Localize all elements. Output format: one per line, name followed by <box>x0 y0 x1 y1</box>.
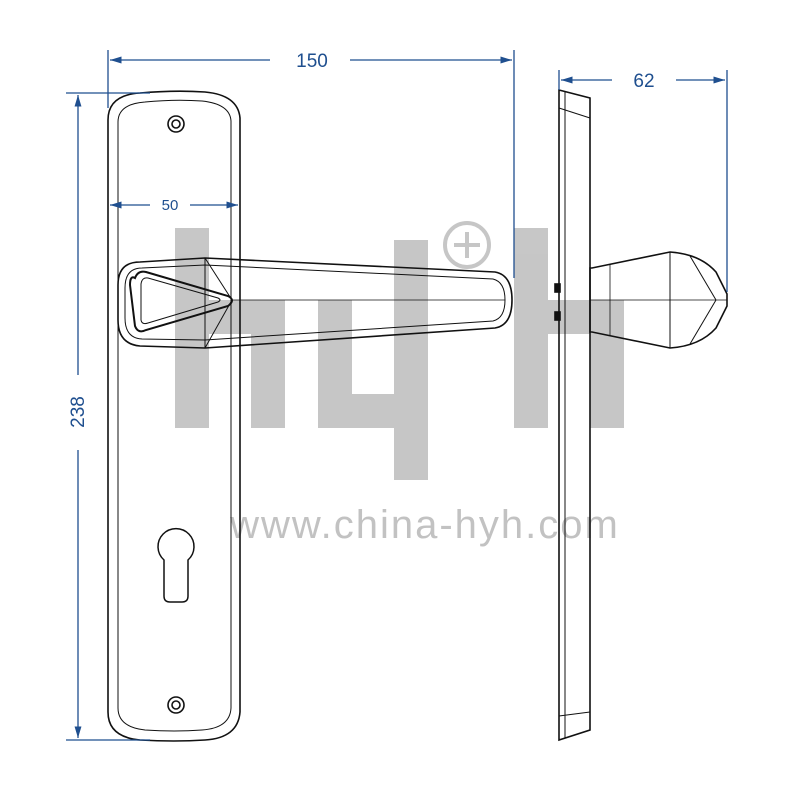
watermark-logo <box>175 221 624 480</box>
dimension-lever-reach: 50 <box>162 197 179 214</box>
back-plate <box>107 90 241 742</box>
dimension-lines <box>66 50 728 741</box>
side-view <box>554 88 728 742</box>
lever-handle <box>117 257 513 349</box>
dimension-projection: 62 <box>633 71 654 92</box>
dimension-height: 238 <box>68 396 89 428</box>
top-screw-hole <box>167 115 185 133</box>
cylinder-keyhole <box>157 527 195 603</box>
bottom-screw-hole <box>167 696 185 714</box>
dimension-total-width: 150 <box>296 51 328 72</box>
watermark-url: www.china-hyh.com <box>229 503 620 547</box>
watermark: www.china-hyh.com <box>175 221 624 547</box>
side-handle-knob <box>589 251 728 349</box>
